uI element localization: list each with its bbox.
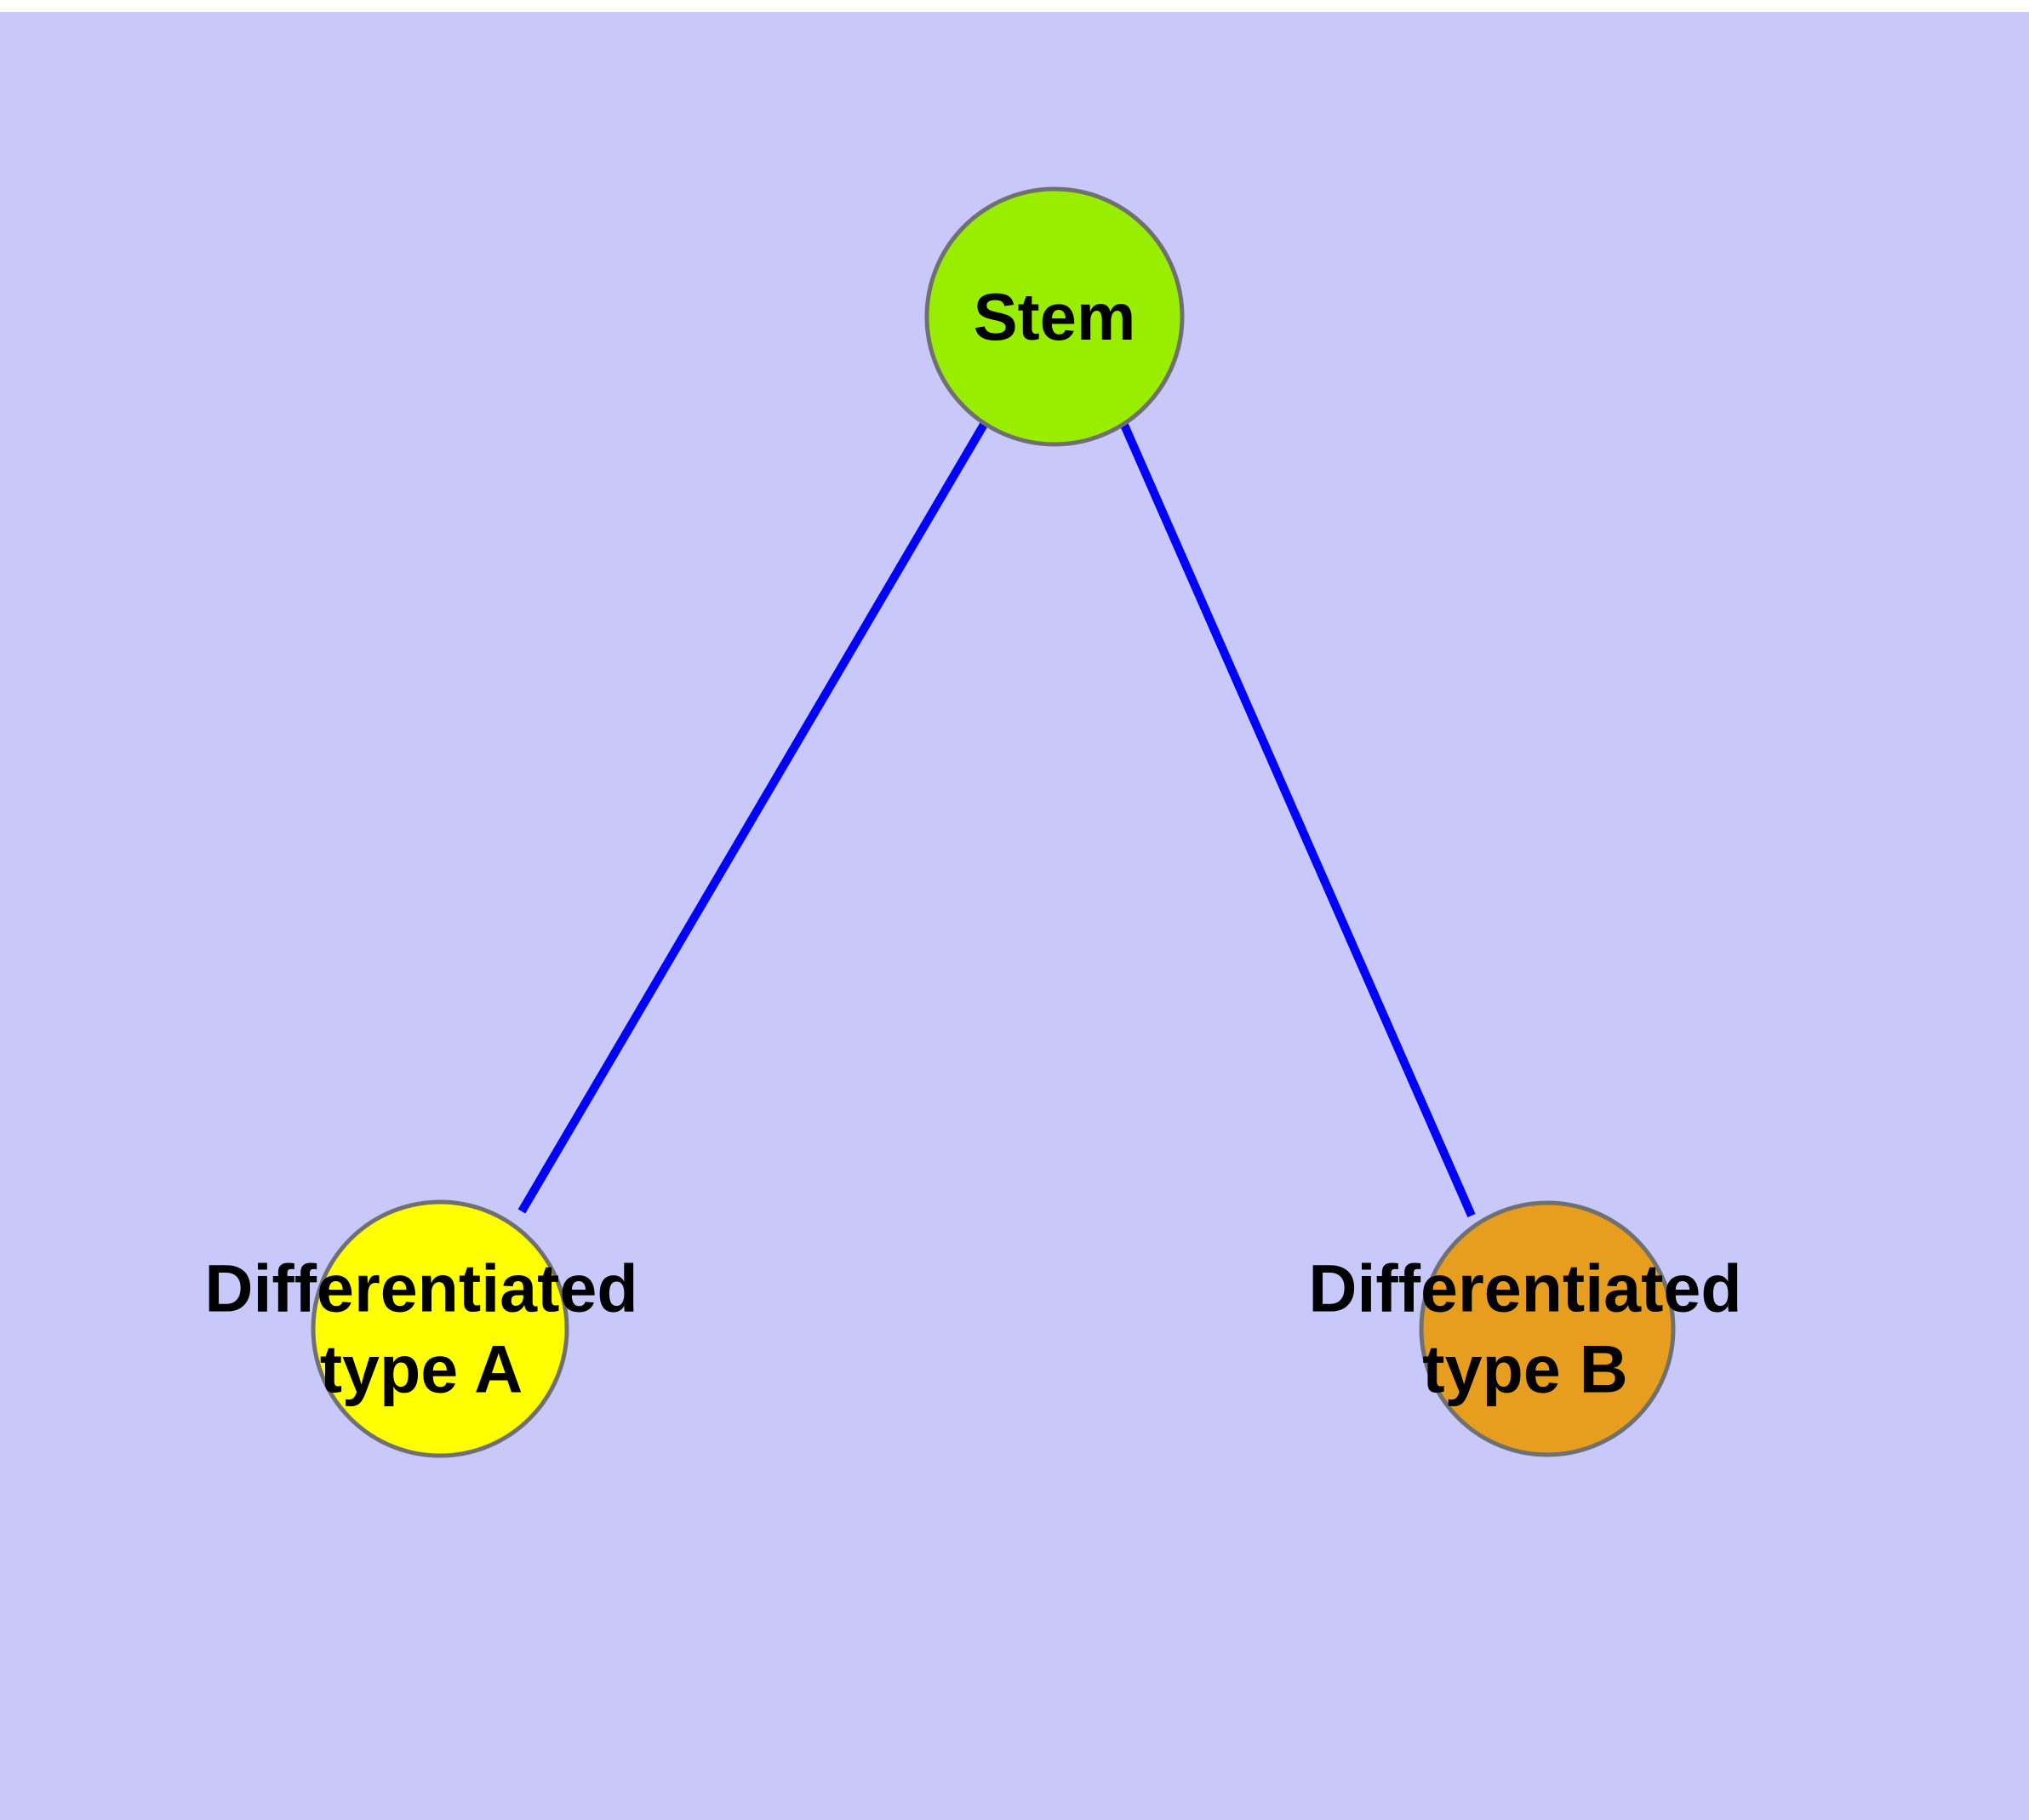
node-differentiated-type-b[interactable] [1419,1200,1676,1457]
node-differentiated-type-b-circle[interactable] [1419,1200,1676,1457]
node-differentiated-type-a[interactable] [311,1199,569,1458]
node-differentiated-type-a-circle[interactable] [311,1199,569,1458]
node-stem[interactable] [924,186,1185,447]
edges-group [517,421,1476,1218]
edge-stem-to-differentiated-type-a[interactable] [517,421,989,1214]
node-stem-circle[interactable] [924,186,1185,447]
nodes-group [311,186,1676,1458]
edge-stem-to-differentiated-type-b[interactable] [1119,421,1476,1218]
node-stem-label: Stem [974,279,1136,354]
